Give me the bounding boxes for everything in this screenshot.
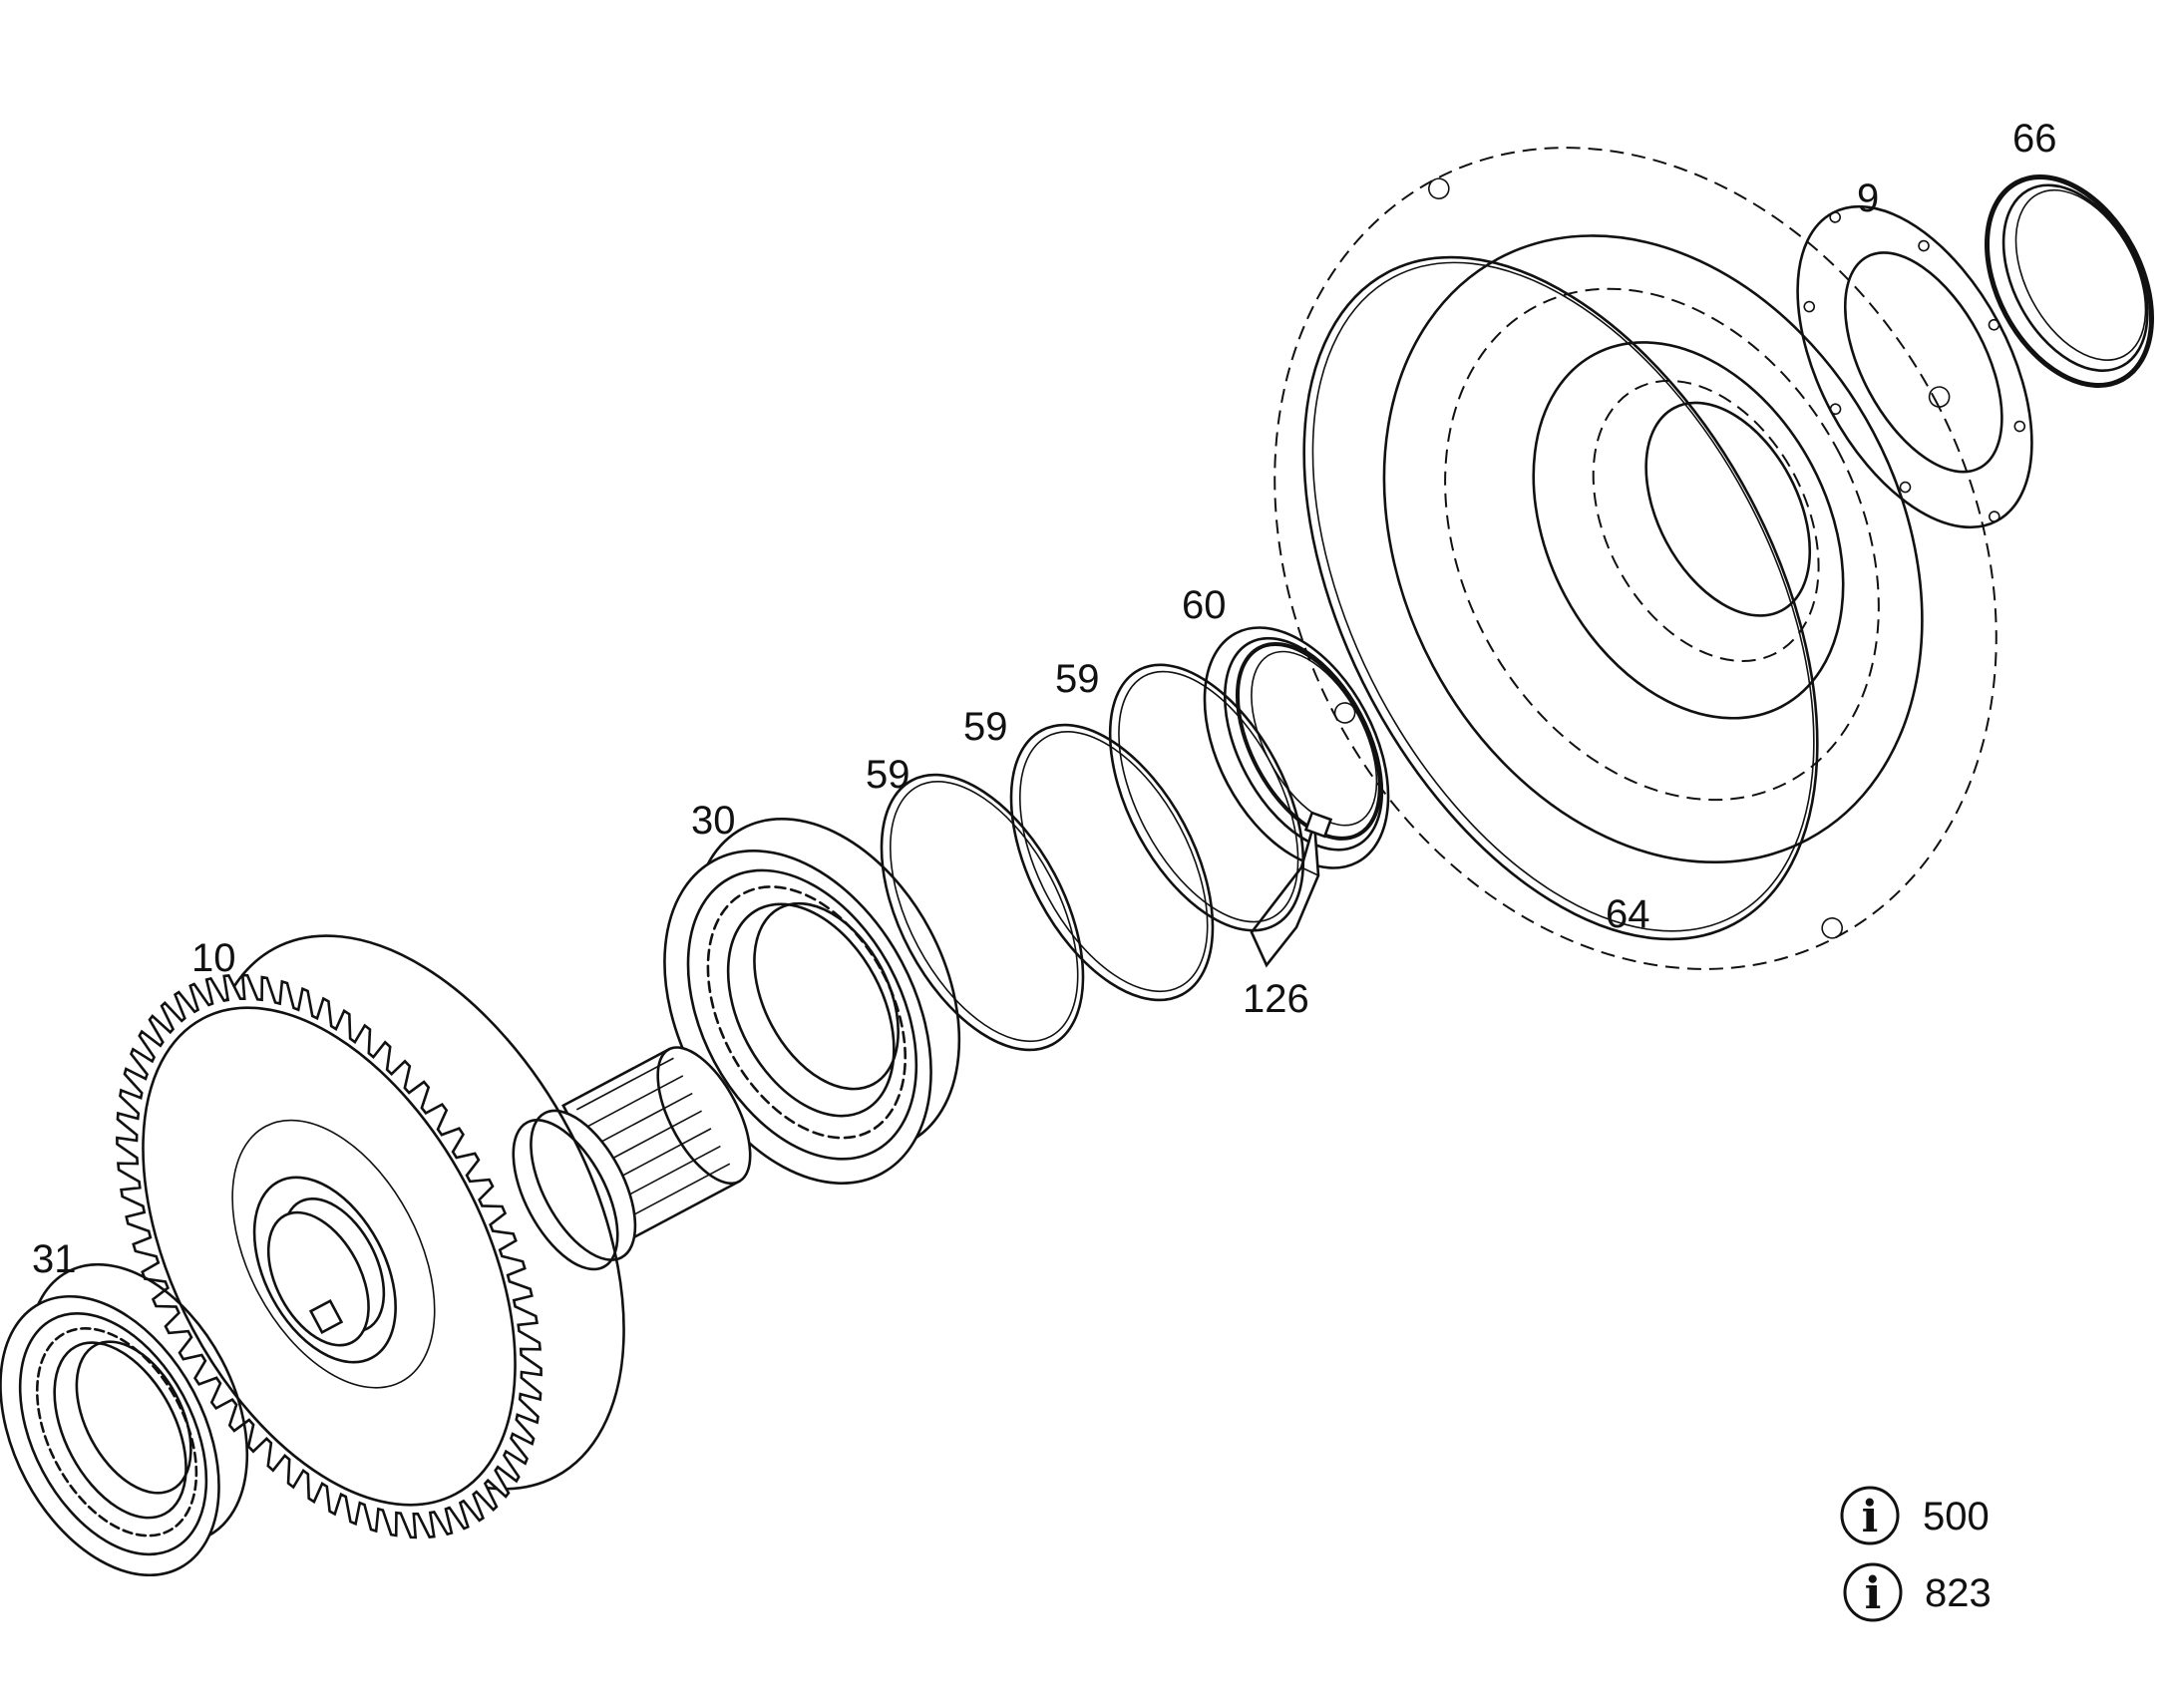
callout-9: 9 [1857, 176, 1879, 220]
info-ref-value: 823 [1925, 1571, 1992, 1615]
callout-59-left: 59 [866, 753, 910, 797]
info-glyph: i [1865, 1568, 1882, 1619]
callout-30: 30 [691, 799, 736, 843]
info-icon [1843, 1562, 1903, 1622]
info-ref-500[interactable]: i 500 [1840, 1486, 1990, 1545]
o-ring-part-59-b [1009, 723, 1215, 1002]
info-glyph: i [1862, 1492, 1879, 1542]
shaft-seal-part-60 [1203, 626, 1390, 869]
roller-bearing-part-31 [0, 1262, 249, 1577]
info-ref-value: 500 [1923, 1495, 1990, 1538]
callout-31: 31 [32, 1237, 77, 1281]
housing-cover-part-64 [1273, 147, 1998, 970]
info-ref-823[interactable]: i 823 [1843, 1562, 1992, 1622]
gasket-plate-part-9 [1796, 204, 2033, 529]
callout-64: 64 [1606, 892, 1650, 936]
sealant-tube-part-126 [1250, 811, 1333, 968]
callout-59-right: 59 [1055, 657, 1100, 701]
info-icon [1840, 1486, 1900, 1545]
seal-ring-part-66 [1985, 173, 2154, 389]
o-ring-part-64 [1302, 255, 1819, 941]
helical-gear-part-10 [116, 934, 752, 1539]
callout-60: 60 [1182, 583, 1227, 627]
o-ring-part-59-a [1108, 663, 1305, 932]
callout-59-middle: 59 [963, 705, 1008, 749]
callout-10: 10 [191, 936, 236, 980]
o-ring-part-59-c [880, 773, 1085, 1052]
callout-126: 126 [1243, 977, 1309, 1021]
callout-66: 66 [2012, 117, 2057, 161]
